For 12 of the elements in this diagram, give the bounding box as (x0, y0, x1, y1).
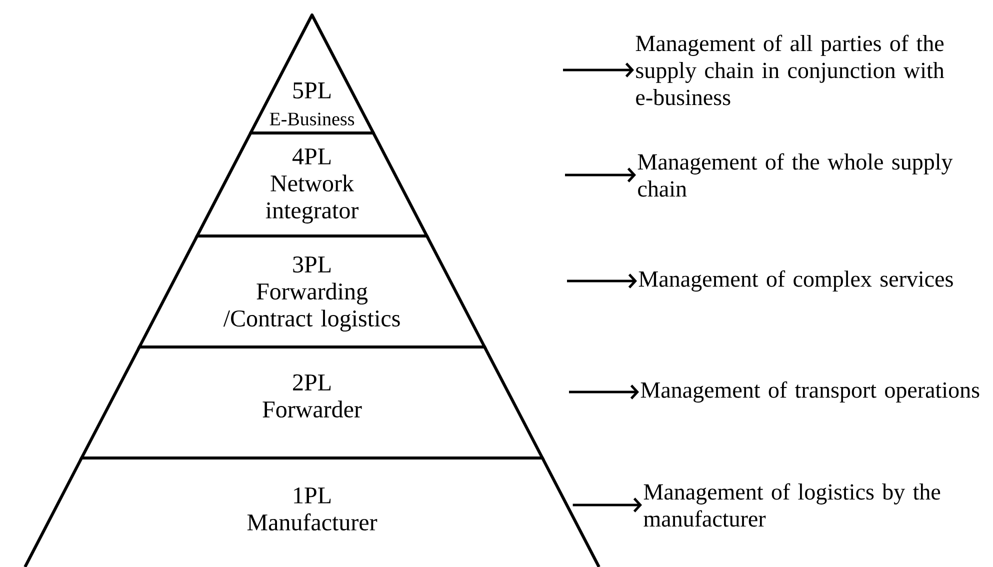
description-text: Management of logistics by the manufacturer (644, 483, 940, 527)
arrow (567, 274, 637, 288)
arrow (569, 384, 639, 400)
description-text: Management of transport operations (640, 381, 980, 403)
description-text: Management of the whole supply chain (638, 153, 953, 197)
pyramid-level: 1PL Manufacturer (24, 456, 600, 567)
pyramid-level: 5PL E-Business (249, 14, 375, 134)
arrow (565, 168, 636, 182)
description-text: Management of all parties of the supply chain in conjunction with e-business (636, 34, 944, 106)
description-text: Management of complex services (638, 270, 953, 292)
arrow (563, 62, 634, 78)
arrow (572, 498, 642, 512)
